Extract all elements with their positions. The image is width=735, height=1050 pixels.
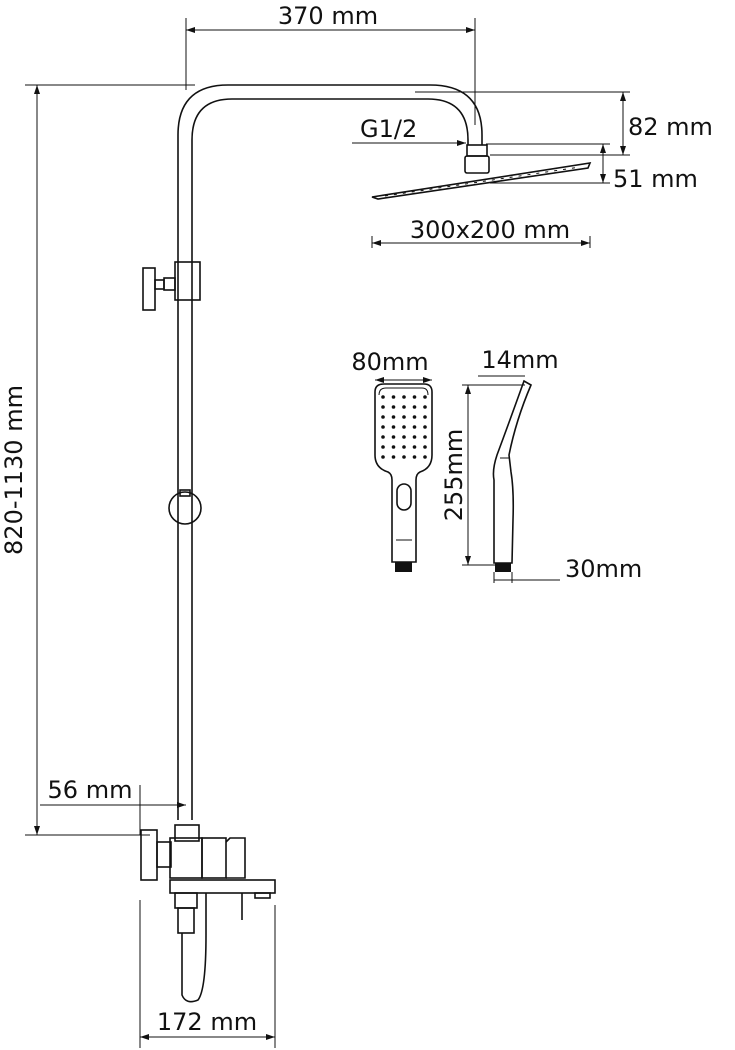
thread-label: G1/2 [360,115,417,143]
nozzle-dot [402,405,406,409]
nozzle-dot [402,415,406,419]
arm-reach-label: 370 mm [278,2,378,30]
shower-riser [177,84,483,820]
nozzle-dot [381,405,385,409]
nozzle-dot [381,415,385,419]
nozzle-dot [423,425,427,429]
hand-shower-front: 80mm [351,348,433,572]
nozzle-dot [412,395,417,399]
hand-length-label: 255mm [440,429,468,522]
nozzle-dot [412,435,417,439]
nozzle-dot [402,435,406,439]
nozzle-dot [423,445,427,449]
nozzle-dot [391,425,396,429]
dimension-head-size: 300x200 mm [371,216,591,248]
hand-shower-side: 255mm 14mm 30mm [440,346,642,583]
nozzle-dot [412,425,417,429]
head-size-label: 300x200 mm [410,216,570,244]
nozzle-dot [391,455,396,459]
nozzle-dot [391,405,396,409]
diverter-valve [142,261,201,311]
nozzle-dot [381,425,385,429]
dimension-mixer-width: 172 mm [139,900,276,1048]
head-height-label: 51 mm [613,165,698,193]
mixer-width-label: 172 mm [157,1008,257,1036]
dimension-total-height: 820-1130 mm [0,84,195,836]
nozzle-dot [412,455,417,459]
arm-drop-label: 82 mm [628,113,713,141]
nozzle-dot [412,415,417,419]
dimension-wall-offset: 56 mm [40,776,186,835]
nozzle-dot [423,435,427,439]
hand-shower-slider [168,489,202,525]
nozzle-dot [391,435,396,439]
nozzle-dot [381,455,385,459]
nozzle-dot [381,395,385,399]
total-height-label: 820-1130 mm [0,385,28,555]
nozzle-dot [402,425,406,429]
nozzle-dot [423,455,427,459]
nozzle-dot [391,415,396,419]
nozzle-dot [402,455,406,459]
hand-thickness-label: 14mm [481,346,558,374]
nozzle-dot [402,445,406,449]
nozzle-dot [412,445,417,449]
nozzle-dot [423,415,427,419]
dimension-arm-reach: 370 mm [185,2,476,125]
rain-shower-head [371,144,592,200]
nozzle-dot [423,405,427,409]
nozzle-dot [391,445,396,449]
nozzle-dot [402,395,406,399]
thread-callout: G1/2 [352,115,466,146]
dimension-head-height: 51 mm [486,143,698,193]
bath-mixer [140,824,276,1003]
nozzle-dot [381,445,385,449]
dimension-arm-drop: 82 mm [415,91,713,156]
nozzle-dot [423,395,427,399]
nozzle-dot [391,395,396,399]
wall-offset-label: 56 mm [48,776,133,804]
nozzle-dot [381,435,385,439]
hand-base-label: 30mm [565,555,642,583]
nozzle-dot [412,405,417,409]
hand-width-label: 80mm [351,348,428,376]
